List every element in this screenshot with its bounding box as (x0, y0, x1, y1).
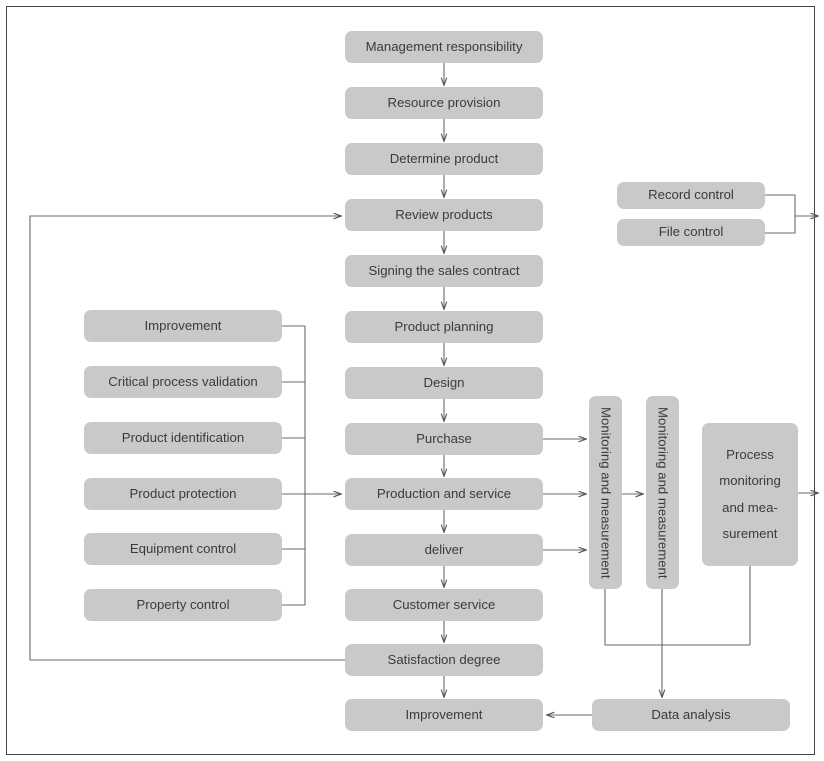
node-design[interactable]: Design (345, 367, 543, 399)
node-equipment-control[interactable]: Equipment control (84, 533, 282, 565)
node-product-planning[interactable]: Product planning (345, 311, 543, 343)
node-monitoring-and-measurement-1[interactable]: Monitoring and measurement (589, 396, 622, 589)
node-data-analysis[interactable]: Data analysis (592, 699, 790, 731)
node-satisfaction-degree[interactable]: Satisfaction degree (345, 644, 543, 676)
node-record-control[interactable]: Record control (617, 182, 765, 209)
gather-monitoring-1-down (604, 589, 750, 646)
process-monitoring-line-2: monitoring (719, 473, 781, 489)
node-monitoring-and-measurement-2[interactable]: Monitoring and measurement (646, 396, 679, 589)
node-customer-service[interactable]: Customer service (345, 589, 543, 621)
node-production-and-service[interactable]: Production and service (345, 478, 543, 510)
node-file-control[interactable]: File control (617, 219, 765, 246)
feedback-loop-satisfaction-to-review (29, 216, 345, 661)
node-review-products[interactable]: Review products (345, 199, 543, 231)
node-management-responsibility[interactable]: Management responsibility (345, 31, 543, 63)
node-property-control[interactable]: Property control (84, 589, 282, 621)
node-product-identification[interactable]: Product identification (84, 422, 282, 454)
node-improvement[interactable]: Improvement (84, 310, 282, 342)
bracket-record-and-file-control (765, 194, 796, 234)
node-critical-process-validation[interactable]: Critical process validation (84, 366, 282, 398)
node-process-monitoring-and-measurement[interactable]: Process monitoring and mea- surement (702, 423, 798, 566)
node-signing-the-sales-contract[interactable]: Signing the sales contract (345, 255, 543, 287)
process-monitoring-line-3: and mea- (722, 499, 778, 515)
node-determine-product[interactable]: Determine product (345, 143, 543, 175)
node-resource-provision[interactable]: Resource provision (345, 87, 543, 119)
node-product-protection[interactable]: Product protection (84, 478, 282, 510)
node-improvement-bottom[interactable]: Improvement (345, 699, 543, 731)
process-monitoring-line-4: surement (722, 525, 778, 541)
process-monitoring-line-1: Process (726, 446, 774, 462)
node-deliver[interactable]: deliver (345, 534, 543, 566)
node-purchase[interactable]: Purchase (345, 423, 543, 455)
